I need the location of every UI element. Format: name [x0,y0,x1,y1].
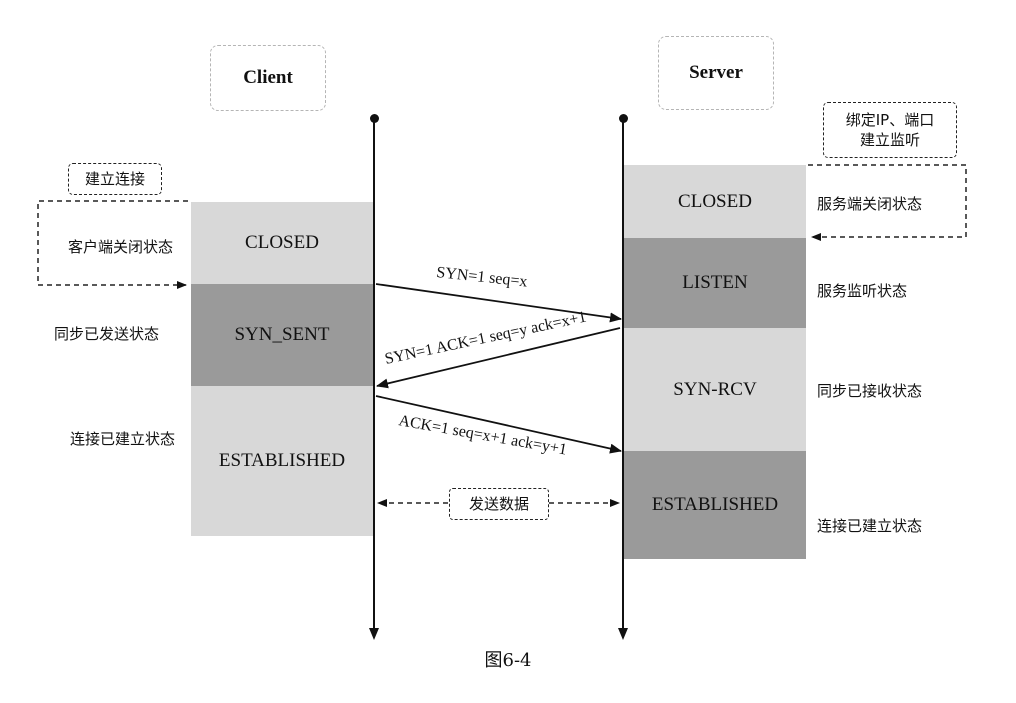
client-label-syn-sent: 同步已发送状态 [54,325,160,343]
client-state-closed: CLOSED [191,202,373,284]
server-label-syn-rcv: 同步已接收状态 [817,382,923,400]
server-title-text: Server [689,62,743,83]
figure-caption-text: 图6-4 [484,650,532,671]
client-label-closed: 客户端关闭状态 [68,238,174,256]
client-connect-dashed-loop [37,200,188,289]
bind-note-line2: 建立监听 [859,131,920,149]
server-state-syn-rcv-label: SYN-RCV [673,378,757,400]
server-state-closed: CLOSED [624,165,806,238]
server-state-established-label: ESTABLISHED [651,494,779,515]
data-transfer-note-text: 发送数据 [468,494,529,513]
server-label-listen: 服务监听状态 [817,282,908,300]
client-state-established: ESTABLISHED [191,386,373,536]
connect-note: 建立连接 [68,163,162,195]
client-lifeline-end-arrow [369,628,379,640]
client-lifeline [373,118,375,631]
server-label-established: 连接已建立状态 [817,517,923,535]
connect-note-text: 建立连接 [84,169,145,188]
bind-note: 绑定IP、端口 建立监听 [823,102,957,158]
server-state-closed-label: CLOSED [678,190,752,212]
server-lifeline [622,118,624,631]
client-title-text: Client [243,67,293,88]
bind-note-line1: 绑定IP、端口 [845,110,935,129]
client-state-syn-sent-label: SYN_SENT [234,324,330,345]
client-label-established: 连接已建立状态 [70,430,176,448]
server-title: Server [658,36,774,110]
figure-caption: 图6-4 [0,646,1016,672]
client-state-syn-sent: SYN_SENT [191,284,373,386]
ack-message: ACK=1 seq=x+1 ack=y+1 [375,395,622,459]
server-label-closed: 服务端关闭状态 [817,195,923,213]
server-state-listen: LISTEN [624,238,806,328]
server-state-syn-rcv: SYN-RCV [624,328,806,451]
server-bind-dashed-loop [808,164,967,241]
client-title: Client [210,45,326,111]
client-state-established-label: ESTABLISHED [218,450,346,471]
server-lifeline-end-arrow [618,628,628,640]
syn-ack-message: SYN=1 ACK=1 seq=y ack=x+1 [376,309,621,389]
client-state-closed-label: CLOSED [245,232,319,253]
syn-ack-label: SYN=1 ACK=1 seq=y ack=x+1 [383,309,588,368]
server-state-listen-label: LISTEN [682,272,748,293]
server-state-established: ESTABLISHED [624,451,806,559]
data-transfer-note: 发送数据 [449,488,549,520]
syn-label: SYN=1 seq=x [436,264,529,290]
